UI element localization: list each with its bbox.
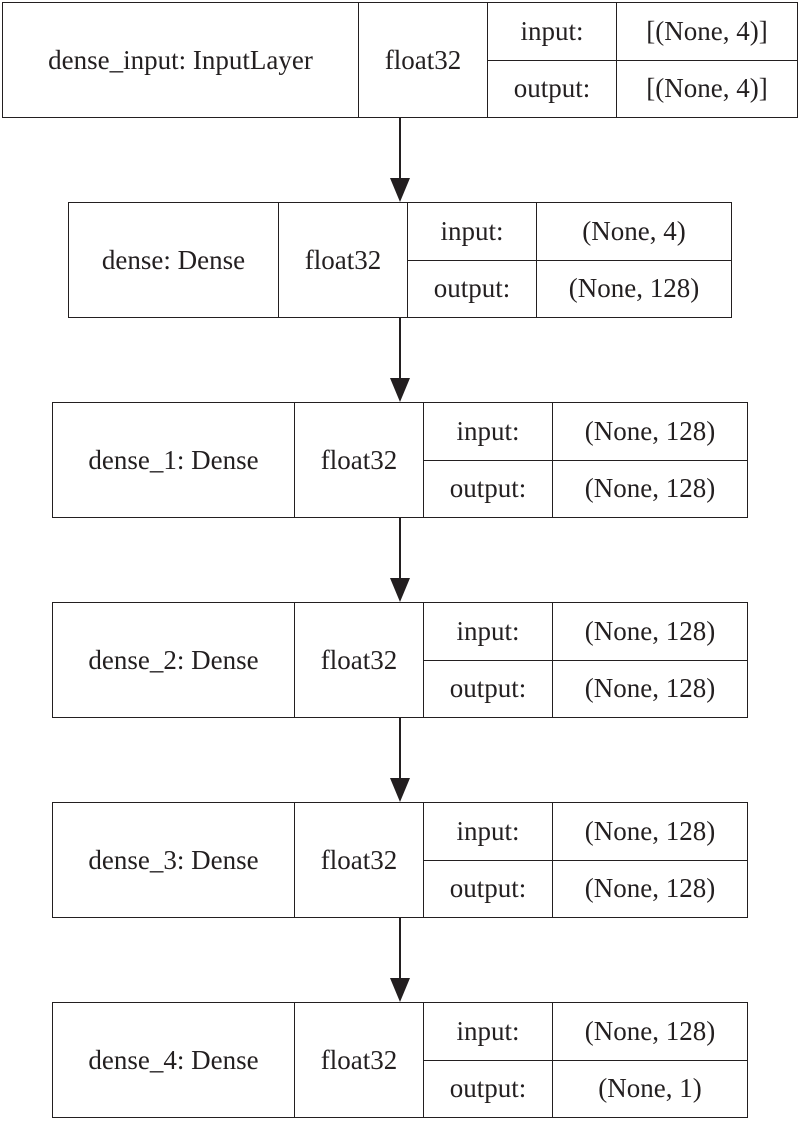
input-label: input:	[488, 3, 617, 60]
input-row: input: (None, 128)	[424, 403, 747, 461]
input-row: input: [(None, 4)]	[488, 3, 797, 61]
layer-node-dense: dense: Dense float32 input: (None, 4) ou…	[68, 202, 732, 318]
input-shape: (None, 128)	[584, 415, 716, 446]
layer-name: dense_4: Dense	[53, 1003, 295, 1117]
layer-node-dense-4: dense_4: Dense float32 input: (None, 128…	[52, 1002, 748, 1118]
input-row: input: (None, 128)	[424, 803, 747, 861]
flow-arrow-line	[399, 518, 401, 580]
output-row: output: (None, 128)	[424, 860, 747, 917]
flow-arrow-line	[399, 718, 401, 780]
output-row: output: (None, 128)	[424, 660, 747, 717]
input-label: input:	[424, 803, 553, 860]
flow-arrow-line	[399, 118, 401, 180]
output-label: output:	[424, 460, 553, 517]
flow-arrow-line	[399, 318, 401, 380]
output-label: output:	[424, 1060, 553, 1117]
flow-arrow-head	[390, 578, 410, 602]
output-label: output:	[488, 60, 617, 117]
output-shape: (None, 128)	[584, 473, 716, 504]
layer-node-dense-2: dense_2: Dense float32 input: (None, 128…	[52, 602, 748, 718]
output-shape: (None, 128)	[584, 673, 716, 704]
input-shape: (None, 128)	[584, 1015, 716, 1046]
input-shape: (None, 128)	[584, 815, 716, 846]
layer-name: dense_2: Dense	[53, 603, 295, 717]
layer-node-dense-input: dense_input: InputLayer float32 input: […	[2, 2, 798, 118]
input-row: input: (None, 4)	[408, 203, 731, 261]
flow-arrow-head	[390, 778, 410, 802]
layer-io-table: input: (None, 128) output: (None, 1)	[424, 1003, 747, 1117]
input-label: input:	[408, 203, 537, 260]
output-label: output:	[424, 860, 553, 917]
layer-node-dense-1: dense_1: Dense float32 input: (None, 128…	[52, 402, 748, 518]
output-shape: [(None, 4)]	[646, 73, 768, 104]
layer-dtype: float32	[279, 203, 408, 317]
layer-name: dense: Dense	[69, 203, 279, 317]
input-label: input:	[424, 403, 553, 460]
input-shape: (None, 128)	[584, 615, 716, 646]
layer-io-table: input: (None, 128) output: (None, 128)	[424, 403, 747, 517]
layer-name: dense_1: Dense	[53, 403, 295, 517]
flow-arrow-line	[399, 918, 401, 980]
input-label: input:	[424, 1003, 553, 1060]
output-row: output: [(None, 4)]	[488, 60, 797, 117]
layer-dtype: float32	[295, 803, 424, 917]
layer-name: dense_3: Dense	[53, 803, 295, 917]
output-shape: (None, 128)	[584, 873, 716, 904]
output-shape: (None, 1)	[598, 1073, 702, 1104]
layer-io-table: input: (None, 4) output: (None, 128)	[408, 203, 731, 317]
layer-dtype: float32	[295, 403, 424, 517]
layer-dtype: float32	[295, 603, 424, 717]
layer-io-table: input: (None, 128) output: (None, 128)	[424, 603, 747, 717]
input-row: input: (None, 128)	[424, 603, 747, 661]
output-label: output:	[408, 260, 537, 317]
layer-dtype: float32	[295, 1003, 424, 1117]
flow-arrow-head	[390, 378, 410, 402]
output-row: output: (None, 128)	[408, 260, 731, 317]
input-shape: (None, 4)	[582, 215, 686, 246]
output-row: output: (None, 128)	[424, 460, 747, 517]
flow-arrow-head	[390, 978, 410, 1002]
input-shape: [(None, 4)]	[646, 15, 768, 46]
layer-io-table: input: [(None, 4)] output: [(None, 4)]	[488, 3, 797, 117]
layer-io-table: input: (None, 128) output: (None, 128)	[424, 803, 747, 917]
layer-node-dense-3: dense_3: Dense float32 input: (None, 128…	[52, 802, 748, 918]
output-shape: (None, 128)	[568, 273, 700, 304]
output-label: output:	[424, 660, 553, 717]
layer-dtype: float32	[359, 3, 488, 117]
flow-arrow-head	[390, 178, 410, 202]
output-row: output: (None, 1)	[424, 1060, 747, 1117]
layer-name: dense_input: InputLayer	[3, 3, 359, 117]
input-row: input: (None, 128)	[424, 1003, 747, 1061]
input-label: input:	[424, 603, 553, 660]
